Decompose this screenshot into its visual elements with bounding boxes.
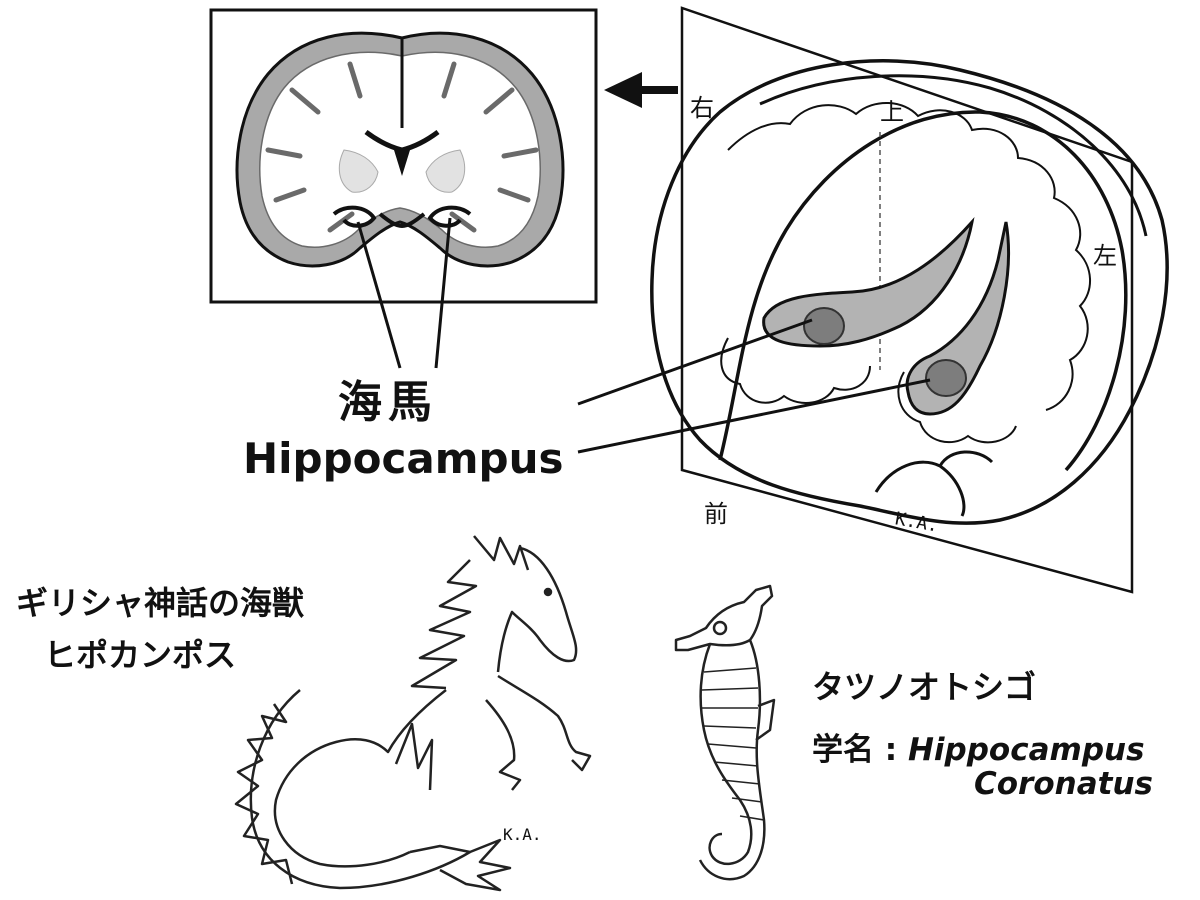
seahorse-eye bbox=[712, 620, 728, 636]
monster-eye bbox=[543, 587, 553, 597]
myth-caption-line1: ギリシャ神話の海獣 bbox=[16, 584, 305, 622]
artist-signature-monster: K.A. bbox=[503, 825, 542, 844]
brain-coronal-slice-icon bbox=[209, 8, 598, 304]
coronal-sulci-left bbox=[265, 61, 363, 233]
monster-tail-fin bbox=[409, 838, 512, 892]
hippocampus-3d-right-head bbox=[803, 307, 845, 345]
coronal-leader-right bbox=[434, 217, 452, 369]
seahorse-body-back bbox=[698, 639, 766, 881]
monster-body bbox=[273, 689, 447, 868]
coronal-basal-right bbox=[425, 149, 466, 193]
brain-lower-gyri bbox=[720, 337, 1017, 444]
monster-tail-outer bbox=[249, 689, 471, 890]
seahorse-head bbox=[674, 584, 774, 652]
seahorse-scientific-name: 学名 : Hippocampus bbox=[812, 724, 1145, 769]
hippocampus-3d-left-head bbox=[925, 359, 967, 397]
coronal-brainstem-notch bbox=[378, 212, 426, 229]
seahorse-icon bbox=[674, 584, 776, 881]
scientific-name-species: Coronatus bbox=[974, 766, 1153, 802]
hippocampus-sea-monster-icon bbox=[234, 535, 592, 892]
brain-bottom-lobes bbox=[874, 450, 994, 517]
monster-foreleg-2 bbox=[485, 699, 522, 791]
arrow-left-icon bbox=[604, 72, 678, 108]
brain-3d-icon bbox=[650, 6, 1169, 594]
coronal-hippocampus-right bbox=[427, 205, 472, 228]
brain-back-arc bbox=[759, 74, 1148, 237]
brain-front-hemisphere bbox=[718, 110, 1128, 472]
seahorse-rings bbox=[701, 667, 765, 821]
myth-caption-line2: ヒポカンポス bbox=[44, 636, 237, 674]
coronal-leader-left bbox=[356, 221, 402, 369]
coronal-ventricle bbox=[394, 150, 410, 176]
monster-belly-fin bbox=[394, 722, 434, 791]
coronal-basal-left bbox=[338, 149, 379, 193]
hippocampus-title-en: Hippocampus bbox=[243, 434, 564, 483]
scientific-name-genus: Hippocampus bbox=[907, 732, 1145, 768]
direction-label-front: 前 bbox=[704, 500, 728, 528]
brain-gyral-outline bbox=[727, 101, 1092, 411]
direction-label-left: 左 bbox=[1093, 242, 1117, 270]
monster-mane bbox=[410, 535, 530, 690]
direction-label-right: 右 bbox=[690, 94, 714, 122]
brain-outer-hull bbox=[650, 59, 1169, 525]
coronal-frame bbox=[209, 8, 598, 304]
coronal-hippocampus-left bbox=[332, 205, 377, 228]
seahorse-body-front bbox=[699, 643, 753, 865]
seahorse-name: タツノオトシゴ bbox=[812, 668, 1037, 706]
brain-leader-lower bbox=[577, 378, 931, 454]
monster-foreleg-1 bbox=[497, 674, 592, 772]
seahorse-dorsal-fin bbox=[755, 698, 776, 742]
scientific-name-label: 学名 : bbox=[812, 732, 908, 768]
monster-tail-spikes bbox=[234, 703, 294, 885]
coronal-sulci-right bbox=[441, 61, 539, 233]
monster-head bbox=[496, 546, 578, 673]
brain-leader-upper bbox=[577, 318, 813, 406]
direction-label-top: 上 bbox=[880, 98, 904, 126]
hippocampus-title-jp: 海馬 bbox=[338, 377, 438, 428]
